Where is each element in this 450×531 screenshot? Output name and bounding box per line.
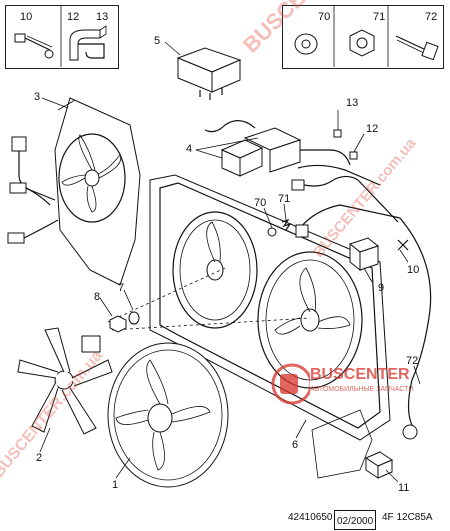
callout-10: 10 xyxy=(407,264,420,276)
callout-70: 70 xyxy=(254,197,267,209)
wire-to-sensor xyxy=(399,217,432,426)
washer-7 xyxy=(128,311,140,325)
resistor-module-4 xyxy=(204,120,351,177)
callout-2: 2 xyxy=(36,452,43,464)
callout-71: 71 xyxy=(278,193,291,205)
footer-code: 4F 12C85A xyxy=(382,512,433,523)
leader-8 xyxy=(99,297,113,317)
callout-13: 13 xyxy=(346,97,359,109)
callout-8: 8 xyxy=(94,291,101,303)
leader-3 xyxy=(41,97,69,109)
screw-70-on-frame xyxy=(267,218,292,237)
leader-4a xyxy=(195,149,223,159)
leader-70 xyxy=(263,207,273,229)
small-fan-2 xyxy=(17,327,113,435)
leader-10 xyxy=(399,249,409,263)
leader-2 xyxy=(39,427,51,453)
connector-9 xyxy=(348,237,380,272)
inset-label-13: 13 xyxy=(96,11,109,23)
leader-5 xyxy=(164,41,181,56)
callout-11: 11 xyxy=(398,482,410,494)
leader-1 xyxy=(115,457,131,479)
washer-70-icon xyxy=(294,33,318,55)
leader-72 xyxy=(413,365,421,385)
leader-11 xyxy=(385,469,399,483)
logo-name: BUSCENTER xyxy=(310,366,410,383)
wiring-left xyxy=(7,136,59,244)
inset-label-12: 12 xyxy=(67,11,80,23)
fan-assembly-3 xyxy=(54,97,141,286)
callout-4: 4 xyxy=(186,143,193,155)
leader-7 xyxy=(123,289,134,311)
nut-8 xyxy=(109,315,127,333)
leader-12 xyxy=(353,133,365,153)
callout-7: 7 xyxy=(118,282,125,294)
leader-6 xyxy=(295,419,307,439)
bolt-72-icon xyxy=(395,35,439,61)
clip-10 xyxy=(397,239,409,251)
leader-71 xyxy=(283,203,287,221)
relay-5-icon xyxy=(176,47,242,100)
callout-12: 12 xyxy=(366,123,379,135)
callout-3: 3 xyxy=(34,91,41,103)
large-fan-1 xyxy=(107,342,229,488)
sensor-11 xyxy=(364,424,418,479)
logo-tagline: АВТОМОБИЛЬНЫЕ ЗАПЧАСТИ xyxy=(310,386,414,393)
clip-12-13-icon xyxy=(69,25,107,61)
inset-label-70: 70 xyxy=(318,11,331,23)
leader-9 xyxy=(363,267,373,283)
callout-72: 72 xyxy=(406,355,419,367)
footer-date-box: 02/2000 xyxy=(334,510,377,530)
ghost-vehicle xyxy=(311,409,373,479)
screw-10-icon xyxy=(14,33,54,59)
footer-ref: 42410650 xyxy=(288,512,333,523)
callout-1: 1 xyxy=(112,479,119,491)
callout-6: 6 xyxy=(292,439,299,451)
logo-bus-icon xyxy=(271,363,310,405)
radiator-frame-6 xyxy=(149,174,391,441)
callout-9: 9 xyxy=(378,282,385,294)
inset-label-72: 72 xyxy=(425,11,438,23)
brand-logo: BUSCENTER АВТОМОБИЛЬНЫЕ ЗАПЧАСТИ xyxy=(270,362,442,406)
callout-5: 5 xyxy=(154,35,161,47)
inset-label-10: 10 xyxy=(20,11,33,23)
footer-date: 02/2000 xyxy=(337,516,374,527)
leader-4b xyxy=(195,137,259,151)
nut-71-icon xyxy=(349,29,375,57)
harness-right xyxy=(291,129,401,238)
inset-label-71: 71 xyxy=(373,11,386,23)
